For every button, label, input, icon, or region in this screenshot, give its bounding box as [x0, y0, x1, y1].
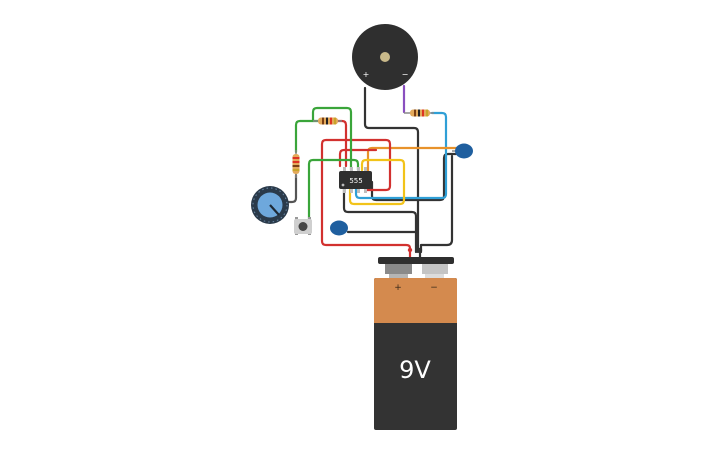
push-button[interactable]: [294, 217, 312, 235]
battery-9v[interactable]: + − 9V: [374, 257, 457, 430]
capacitor-body: [330, 220, 348, 236]
battery-label: 9V: [399, 356, 431, 384]
ic-notch: [341, 183, 345, 187]
capacitor-body: [455, 143, 473, 159]
ic-body: [339, 171, 372, 189]
wire-black-buzzer-plus[interactable]: [363, 86, 420, 254]
button-cap[interactable]: [298, 222, 308, 231]
battery-band: [374, 278, 457, 323]
battery-minus-label: −: [430, 283, 438, 293]
battery-clip: [378, 257, 454, 264]
buzzer[interactable]: + −: [352, 24, 418, 90]
pot-pointer: [269, 204, 280, 216]
potentiometer[interactable]: [251, 186, 289, 224]
capacitor-right[interactable]: [452, 143, 473, 159]
wires: [287, 84, 460, 254]
wire-blue[interactable]: [354, 111, 448, 200]
ic-555[interactable]: 555: [339, 167, 372, 193]
wire-black-cap-right[interactable]: [419, 154, 454, 254]
capacitor-left[interactable]: [330, 220, 348, 236]
battery-terminal-plus: [385, 264, 412, 274]
wire-dark-pot[interactable]: [287, 173, 298, 204]
resistor-right[interactable]: [404, 109, 434, 117]
buzzer-center: [380, 52, 390, 62]
wire-green-button[interactable]: [307, 158, 360, 224]
wire-green-top[interactable]: [311, 106, 353, 172]
battery-terminal-minus: [422, 264, 448, 274]
wire-red-ic-jumper[interactable]: [338, 148, 378, 168]
resistor-left[interactable]: [292, 150, 300, 178]
resistor-top[interactable]: [313, 117, 342, 125]
wire-red-resistor[interactable]: [336, 119, 348, 168]
wire-yellow[interactable]: [348, 158, 406, 206]
buzzer-minus-label: −: [402, 70, 409, 79]
buzzer-plus-label: +: [363, 70, 370, 79]
wire-red-battery-ic[interactable]: [320, 138, 412, 252]
ic-label: 555: [349, 177, 362, 185]
battery-plus-label: +: [394, 283, 402, 293]
wire-green-left[interactable]: [294, 119, 320, 154]
wire-black-ic-battery[interactable]: [342, 186, 418, 254]
battery-leads: [407, 247, 423, 257]
